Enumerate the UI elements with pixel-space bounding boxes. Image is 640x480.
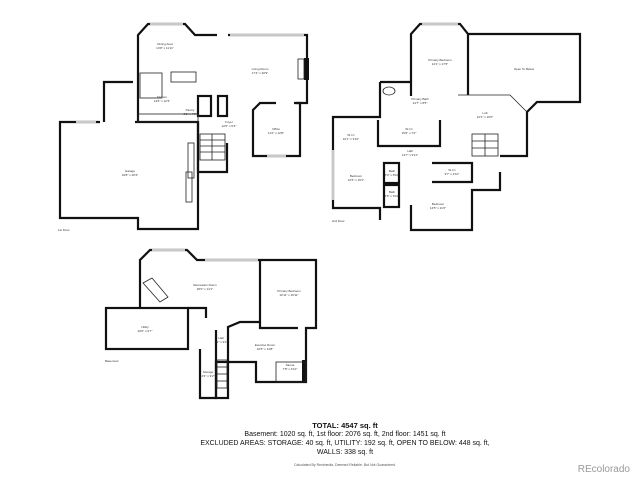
room-label: Dining Area (157, 42, 173, 46)
svg-text:17'4" x 20'9": 17'4" x 20'9" (252, 71, 268, 75)
room-label: Bedroom (432, 202, 445, 206)
walls-area: WALLS: 338 sq. ft (316, 449, 374, 456)
first-floor-plan: Dining Area 14'8" x 11'11" Living Room 1… (58, 22, 309, 232)
room-label: Kitchen (157, 95, 167, 99)
svg-text:12'6" x 5'4": 12'6" x 5'4" (222, 124, 237, 128)
room-label: Exercise Room (255, 343, 276, 347)
room-label: W.I.C (448, 168, 456, 172)
stairs (199, 133, 226, 161)
total-area: TOTAL: 4547 sq. ft (312, 421, 378, 430)
svg-text:5'6" x 6'10": 5'6" x 6'10" (385, 194, 400, 198)
room-label: Garage (125, 169, 135, 173)
svg-text:14'6" x 12'3": 14'6" x 12'3" (154, 99, 170, 103)
room-label: Living Room (252, 67, 269, 71)
svg-text:15'6" x 7'2": 15'6" x 7'2" (402, 131, 417, 135)
svg-text:14'7" x 8'5": 14'7" x 8'5" (413, 101, 428, 105)
room-label: W.I.C (405, 127, 413, 131)
svg-text:7'8" x 4'10": 7'8" x 4'10" (283, 367, 298, 371)
svg-text:14'7" x 9'11": 14'7" x 9'11" (402, 153, 418, 157)
room-label: Primary Bedroom (277, 289, 301, 293)
primary-bedroom-walls (409, 22, 469, 82)
svg-text:5'3" x 8'10": 5'3" x 8'10" (385, 173, 400, 177)
room-label: Hall (218, 336, 224, 340)
room-label: Sauna (286, 363, 295, 367)
svg-text:4'3" x 9'1": 4'3" x 9'1" (214, 340, 227, 344)
floor-label: 1st Floor (58, 228, 70, 232)
svg-text:14'5" x 11'6": 14'5" x 11'6" (430, 206, 446, 210)
room-label: Open To Below (514, 67, 535, 71)
svg-text:14'1" x 17'6": 14'1" x 17'6" (432, 62, 448, 66)
svg-text:12'11" x 16'11": 12'11" x 16'11" (279, 293, 298, 297)
room-label: Foyer (225, 120, 233, 124)
room-label: Bedroom (350, 174, 363, 178)
floor-label: 2nd Floor (332, 219, 345, 223)
svg-text:9'7" x 4'10": 9'7" x 4'10" (445, 172, 460, 176)
svg-text:10'1" x 3'10": 10'1" x 3'10" (343, 137, 359, 141)
floor-label: Basement (105, 359, 119, 363)
room-label: Recreation Room (193, 283, 217, 287)
second-floor-plan: Primary Bedroom 14'1" x 17'6" Open To Be… (331, 22, 582, 232)
room-label: Primary Bath (411, 97, 429, 101)
floor-areas: Basement: 1020 sq. ft, 1st floor: 2076 s… (244, 431, 446, 438)
excluded-areas: EXCLUDED AREAS: STORAGE: 40 sq. ft, UTIL… (200, 440, 490, 447)
svg-text:34'8" x 26'4": 34'8" x 26'4" (122, 173, 138, 177)
room-label: Pantry (186, 108, 195, 112)
svg-text:11'2" x 12'8": 11'2" x 12'8" (268, 131, 284, 135)
brand-watermark: REcolorado (577, 464, 630, 475)
svg-text:4'3" x 9'2": 4'3" x 9'2" (201, 374, 214, 378)
room-label: Bath (389, 190, 396, 194)
room-label: Hall (407, 149, 413, 153)
room-label: W.I.C (347, 133, 355, 137)
room-label: Storage (203, 370, 214, 374)
room-label: Primary Bedroom (428, 58, 452, 62)
disclaimer: Calculated By Rexlmedia. Deemed Reliable… (294, 463, 396, 467)
svg-text:14'8" x 11'11": 14'8" x 11'11" (156, 46, 174, 50)
svg-text:21'2" x 16'0": 21'2" x 16'0" (477, 115, 493, 119)
svg-text:12'6" x 15'1": 12'6" x 15'1" (348, 178, 364, 182)
room-label: Office (272, 127, 280, 131)
basement-plan: Recreation Room 30'0" x 14'1" Primary Be… (104, 248, 318, 400)
svg-text:20'0" x 9'7": 20'0" x 9'7" (138, 329, 153, 333)
utility-walls (104, 306, 190, 351)
svg-text:30'0" x 14'1": 30'0" x 14'1" (197, 287, 213, 291)
room-label: Bath (389, 169, 396, 173)
office-walls (251, 101, 302, 158)
svg-text:3'1" x 4'3": 3'1" x 4'3" (183, 112, 196, 116)
room-label: Loft (482, 111, 487, 115)
room-label: Utility (141, 325, 149, 329)
open-to-below-walls (466, 32, 582, 158)
svg-text:16'5" x 14'8": 16'5" x 14'8" (257, 347, 273, 351)
